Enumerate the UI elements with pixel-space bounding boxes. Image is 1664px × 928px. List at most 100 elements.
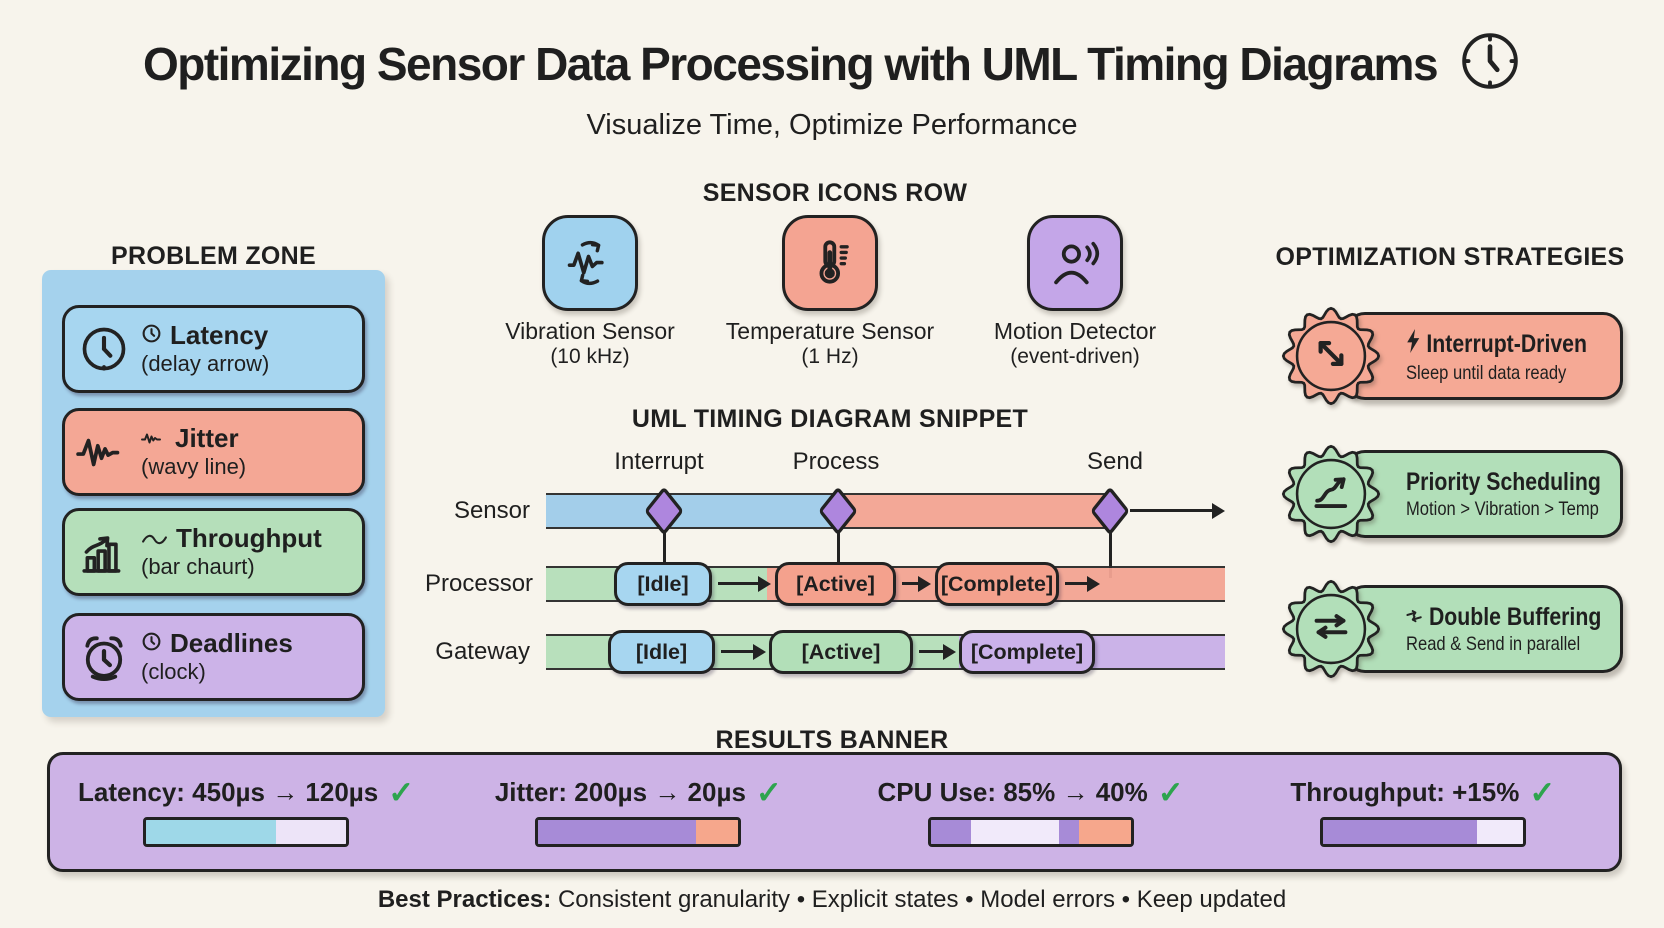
- gateway-arrow-1: [721, 643, 766, 660]
- problem-zone-heading: PROBLEM ZONE: [111, 242, 316, 270]
- timing-heading: UML TIMING DIAGRAM SNIPPET: [631, 405, 1029, 433]
- mini-clock-icon: [141, 629, 162, 659]
- lane-label-gateway: Gateway: [435, 638, 530, 665]
- thermometer-icon: [782, 215, 878, 311]
- problem-title: Throughput: [176, 523, 322, 554]
- gateway-state-idle: [Idle]: [608, 630, 715, 674]
- sensor-band-salmon: [838, 493, 1110, 529]
- problem-title-row: Latency: [141, 321, 269, 351]
- mini-clock-icon: [141, 321, 162, 351]
- strategy-double-buffering: Double Buffering Read & Send in parallel: [1345, 585, 1623, 673]
- check-icon: ✓: [1529, 775, 1556, 810]
- event-label-interrupt: Interrupt: [614, 448, 704, 475]
- sensor-band-blue: [546, 493, 838, 529]
- metric-label: Jitter: 200µs → 20µs: [494, 777, 746, 807]
- strategy-title: Interrupt-Driven: [1426, 329, 1587, 358]
- metric-cpu-use: CPU Use: 85% → 40% ✓: [835, 777, 1227, 847]
- problem-card-jitter: Jitter (wavy line): [62, 408, 365, 496]
- gateway-arrow-2: [919, 643, 956, 660]
- sensor-output-arrow: [1130, 502, 1225, 519]
- processor-arrow-1: [718, 575, 771, 592]
- problem-title: Latency: [170, 320, 269, 351]
- problem-card-deadlines: Deadlines (clock): [62, 613, 365, 701]
- bar-chart-icon: [75, 525, 133, 579]
- sensor-row-heading: SENSOR ICONS ROW: [702, 179, 968, 207]
- sensor-name: Vibration Sensor: [505, 318, 675, 344]
- strategy-subtitle: Motion > Vibration > Temp: [1406, 497, 1599, 520]
- event-label-process: Process: [792, 448, 880, 475]
- sensor-name: Motion Detector: [993, 318, 1157, 344]
- strategy-subtitle: Read & Send in parallel: [1406, 632, 1581, 655]
- strategy-title-row: Double Buffering: [1406, 603, 1601, 632]
- event-label-send: Send: [1086, 448, 1144, 475]
- metric-bar: [535, 817, 742, 847]
- diagonal-arrows-icon: [1276, 301, 1386, 411]
- strategy-title-row: Interrupt-Driven: [1406, 328, 1588, 361]
- clock-icon: [1459, 30, 1521, 97]
- metric-bar: [927, 817, 1134, 847]
- rising-arrow-icon: [1276, 439, 1386, 549]
- stem-interrupt: [663, 533, 666, 562]
- problem-subtitle: (wavy line): [141, 454, 247, 480]
- sensor-vibration: Vibration Sensor (10 kHz): [480, 215, 700, 369]
- check-icon: ✓: [755, 775, 782, 810]
- strategy-priority-scheduling: Priority Scheduling Motion > Vibration >…: [1345, 450, 1623, 538]
- processor-arrow-3: [1065, 575, 1100, 592]
- processor-state-active: [Active]: [775, 562, 896, 606]
- header: Optimizing Sensor Data Processing with U…: [0, 30, 1664, 142]
- gateway-state-active: [Active]: [769, 630, 913, 674]
- strategy-title: Priority Scheduling: [1406, 467, 1601, 496]
- metric-bar: [1319, 817, 1526, 847]
- sensor-detail: (10 kHz): [550, 345, 630, 369]
- lane-label-processor: Processor: [425, 570, 534, 597]
- check-icon: ✓: [388, 775, 415, 810]
- clock-icon: [75, 323, 133, 375]
- strategy-title: Double Buffering: [1428, 602, 1602, 631]
- best-practices: Best Practices: Consistent granularity •…: [0, 886, 1664, 914]
- strategy-interrupt-driven: Interrupt-Driven Sleep until data ready: [1345, 312, 1623, 400]
- metric-label: Throughput: +15%: [1290, 777, 1520, 807]
- sensor-detail: (event-driven): [1010, 345, 1140, 369]
- mini-tilde-icon: [141, 524, 168, 554]
- problem-title: Deadlines: [170, 628, 293, 659]
- strategies-heading: OPTIMIZATION STRATEGIES: [1275, 243, 1625, 271]
- best-practices-label: Best Practices:: [377, 886, 552, 913]
- wave-icon: [75, 427, 133, 477]
- page-subtitle: Visualize Time, Optimize Performance: [586, 109, 1078, 141]
- best-practices-text: Consistent granularity • Explicit states…: [557, 886, 1287, 913]
- lane-label-sensor: Sensor: [453, 497, 530, 524]
- metric-label: CPU Use: 85% → 40%: [877, 777, 1148, 807]
- metric-throughput: Throughput: +15% ✓: [1227, 777, 1619, 847]
- problem-title-row: Deadlines: [141, 629, 293, 659]
- check-icon: ✓: [1157, 775, 1184, 810]
- vibration-icon: [542, 215, 638, 311]
- problem-zone: Latency (delay arrow) Jitter (wavy line): [42, 270, 385, 717]
- problem-title: Jitter: [175, 423, 239, 454]
- sensor-motion: Motion Detector (event-driven): [965, 215, 1185, 369]
- problem-subtitle: (clock): [141, 659, 206, 685]
- processor-state-idle: [Idle]: [614, 562, 712, 606]
- results-banner: Latency: 450µs → 120µs ✓ Jitter: 200µs →…: [47, 752, 1622, 872]
- metric-label: Latency: 450µs → 120µs: [78, 777, 379, 807]
- problem-subtitle: (delay arrow): [141, 351, 270, 377]
- lightning-icon: [1406, 328, 1420, 361]
- strategy-subtitle: Sleep until data ready: [1406, 361, 1567, 384]
- processor-state-complete: [Complete]: [935, 562, 1059, 606]
- alarm-clock-icon: [75, 630, 133, 684]
- gateway-state-complete: [Complete]: [959, 630, 1095, 674]
- problem-card-latency: Latency (delay arrow): [62, 305, 365, 393]
- sensor-detail: (1 Hz): [801, 345, 859, 369]
- motion-icon: [1027, 215, 1123, 311]
- stem-send: [1109, 533, 1112, 578]
- results-heading: RESULTS BANNER: [715, 726, 949, 754]
- problem-subtitle: (bar chaurt): [141, 554, 255, 580]
- metric-bar: [143, 817, 350, 847]
- problem-card-throughput: Throughput (bar chaurt): [62, 508, 365, 596]
- mini-wave-icon: [141, 424, 167, 454]
- swap-mini-icon: [1406, 603, 1423, 632]
- processor-arrow-2: [902, 575, 931, 592]
- problem-title-row: Throughput: [141, 524, 322, 554]
- sensor-name: Temperature Sensor: [725, 318, 935, 344]
- stem-process: [837, 533, 840, 562]
